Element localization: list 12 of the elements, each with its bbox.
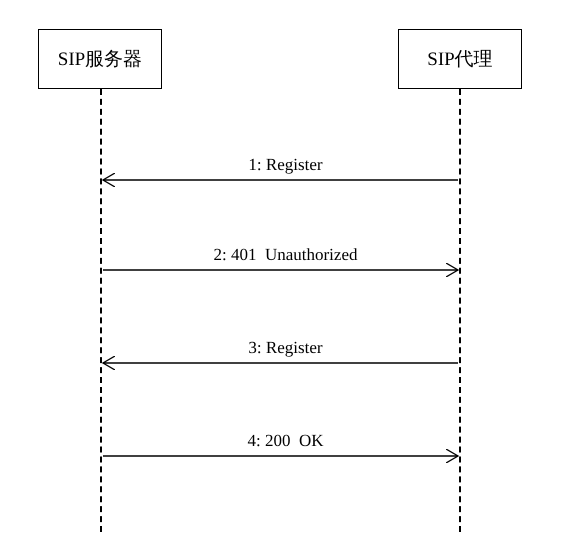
message-arrow	[103, 262, 459, 278]
edge-label: 1: Register	[248, 155, 323, 175]
participant-box: SIP代理	[398, 29, 522, 89]
participant-box: SIP服务器	[38, 29, 162, 89]
lifeline	[459, 89, 461, 532]
edge-label: 3: Register	[248, 338, 323, 358]
message-arrow	[102, 172, 458, 188]
edge-label: 4: 200 OK	[247, 431, 324, 451]
lifeline	[100, 89, 102, 532]
message-arrow	[103, 448, 459, 464]
edge-label: 2: 401 Unauthorized	[214, 245, 358, 265]
message-arrow	[102, 355, 458, 371]
